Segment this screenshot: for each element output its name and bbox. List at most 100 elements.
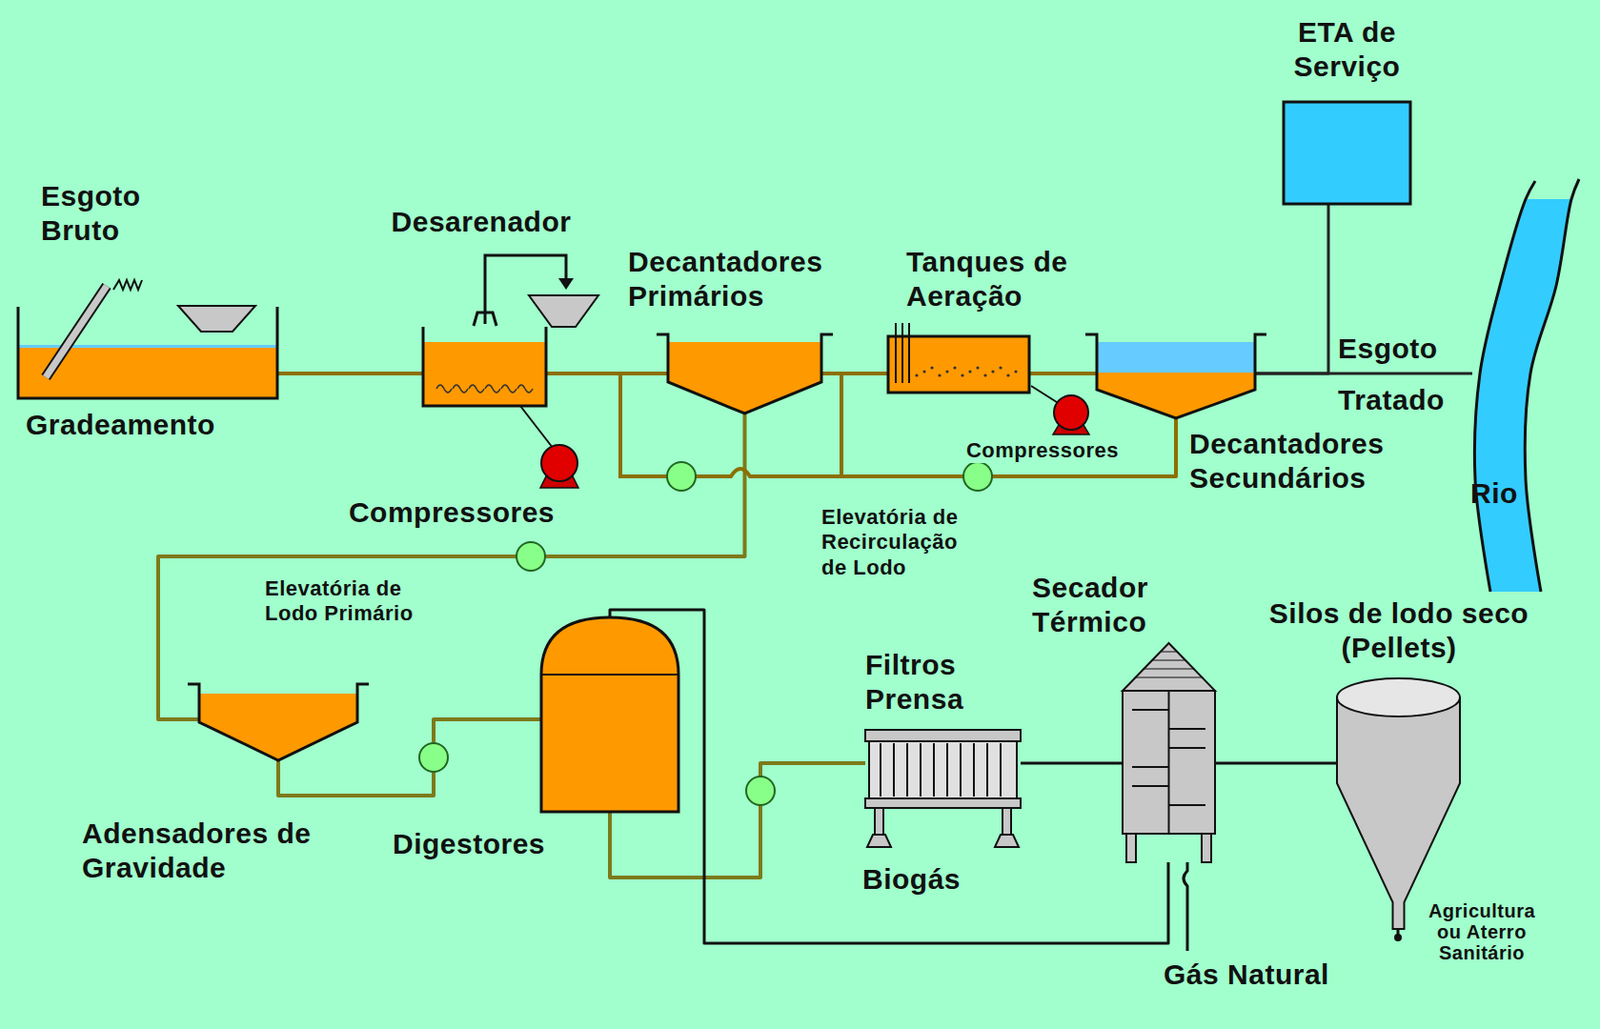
- sludge: [1096, 372, 1256, 419]
- unit-shape: [865, 729, 1021, 848]
- crane-arrow: [558, 278, 574, 290]
- grit-claw: [473, 312, 497, 326]
- grit-hopper: [528, 295, 599, 327]
- air-bubble: [914, 373, 918, 377]
- tank-wall: [1085, 334, 1267, 419]
- roof-rib: [1143, 668, 1195, 670]
- callout-label: Gás Natural: [1163, 957, 1383, 993]
- dryer-body: [1122, 690, 1216, 834]
- callout-label: Biogás: [862, 862, 1006, 897]
- press-foot: [994, 834, 1019, 848]
- unit-shape: [423, 326, 547, 406]
- press-plates: [869, 741, 1017, 799]
- callout-label: Elevatória de Recirculação de Lodo: [821, 505, 974, 581]
- tank-wall: [423, 326, 547, 406]
- pump: [516, 542, 546, 571]
- screen-rake: [113, 280, 142, 290]
- process-unit: Silos de lodo seco (Pellets): [1336, 678, 1460, 930]
- grit: [517, 384, 533, 393]
- process-unit: Decantadores Primários: [668, 334, 822, 414]
- air-bubble: [998, 365, 1002, 369]
- air-diffuser-pipe: [908, 323, 911, 384]
- air-bubble: [968, 369, 972, 373]
- unit-shape: [668, 334, 822, 414]
- air-bubble: [1013, 369, 1017, 373]
- press-plate: [946, 743, 949, 797]
- pump: [963, 462, 993, 491]
- dryer-baffle: [1132, 748, 1206, 768]
- dryer-divider: [1168, 690, 1171, 834]
- grit: [436, 384, 452, 393]
- press-plate: [932, 743, 935, 797]
- unit-shape: [18, 316, 278, 399]
- unit-shape: [541, 617, 679, 812]
- unit-shape: [1472, 190, 1573, 596]
- pipe-connector: [1255, 372, 1473, 376]
- air-bubble: [991, 369, 994, 373]
- unit-label: Decantadores Primários: [627, 244, 895, 314]
- sludge: [199, 693, 358, 761]
- process-unit: Tanques de Aeração: [888, 336, 1030, 393]
- pump: [667, 462, 696, 491]
- silo-body: [1336, 697, 1460, 930]
- silo-top: [1336, 678, 1460, 717]
- press-leg: [1002, 808, 1012, 835]
- air-diffuser-pipe: [901, 323, 904, 384]
- unit-shape: [1336, 678, 1460, 930]
- process-unit: Rio: [1472, 190, 1573, 596]
- air-bubble: [922, 369, 926, 373]
- press-plate: [972, 743, 975, 797]
- press-foot: [867, 834, 892, 848]
- pipe-connector: [609, 609, 1169, 944]
- air-bubble: [975, 365, 979, 369]
- tank-wall: [656, 334, 833, 414]
- grit: [468, 384, 485, 393]
- press-frame: [865, 729, 1021, 742]
- unit-shape: [1283, 101, 1411, 204]
- air-pipe: [1031, 385, 1060, 405]
- river-bank: [1524, 179, 1580, 592]
- pump: [746, 776, 775, 806]
- digester-tank: [541, 617, 679, 812]
- bar-screen: [45, 285, 107, 378]
- unit-label: Adensadores de Gravidade: [81, 816, 349, 886]
- roof-rib: [1160, 651, 1178, 653]
- air-bubble: [945, 369, 949, 373]
- unit-label: Secador Térmico: [1032, 570, 1195, 640]
- tank-wall: [187, 684, 369, 761]
- process-unit: Adensadores de Gravidade: [199, 684, 358, 761]
- process-unit: ETA de Serviço: [1283, 101, 1411, 204]
- roof-rib: [1134, 677, 1204, 679]
- callout-label: Esgoto Tratado: [1337, 323, 1481, 426]
- unit-shape: [1096, 334, 1256, 419]
- process-unit: Decantadores Secundários: [1096, 334, 1256, 419]
- callout-label: Esgoto Bruto: [40, 179, 184, 248]
- pipe-connector: [1029, 371, 1097, 376]
- grit-water: [423, 342, 547, 406]
- compressor: [541, 445, 578, 482]
- bar-screen: [45, 285, 107, 378]
- callout-label: Agricultura ou Aterro Sanitário: [1419, 900, 1544, 964]
- unit-label: Silos de lodo seco (Pellets): [1222, 596, 1576, 666]
- air-bubble: [952, 365, 956, 369]
- press-leg: [874, 808, 884, 835]
- screenings-hopper: [178, 305, 256, 332]
- press-plate: [999, 743, 1002, 797]
- air-pipe: [520, 405, 553, 448]
- compressor: [1053, 395, 1089, 430]
- press-frame: [865, 798, 1021, 809]
- press-plate: [959, 743, 962, 797]
- service-water-plant: [1283, 101, 1411, 204]
- air-bubble: [1006, 373, 1010, 377]
- river-bank: [1474, 181, 1536, 592]
- pipe-connector: [1255, 203, 1329, 374]
- unit-label: Decantadores Secundários: [1189, 426, 1457, 496]
- sludge: [668, 342, 822, 414]
- process-unit: Gradeamento: [18, 316, 278, 399]
- air-bubble: [983, 373, 987, 377]
- callout-label: Elevatória de Lodo Primário: [264, 576, 456, 628]
- process-unit: Digestores: [541, 617, 679, 812]
- roof-rib: [1152, 660, 1187, 662]
- process-unit: Secador Térmico: [1122, 643, 1216, 863]
